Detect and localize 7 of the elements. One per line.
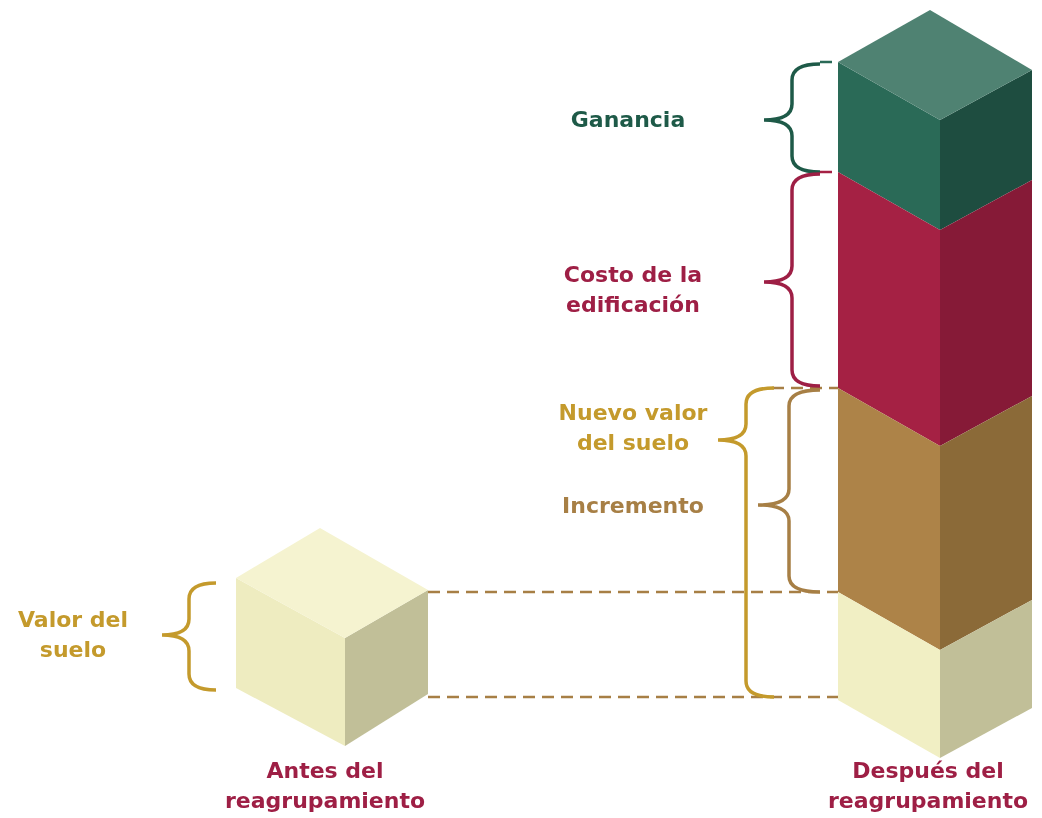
brace-label: Ganancia <box>569 106 687 134</box>
brace-label: Nuevo valor del suelo <box>557 399 709 457</box>
brace-label: Incremento <box>561 492 705 520</box>
brace-label: Costo de la edificación <box>562 261 704 319</box>
column-caption: Antes del reagrupamiento <box>223 757 427 815</box>
column-caption: Después del reagrupamiento <box>826 757 1030 815</box>
brace-label: Valor del suelo <box>16 606 129 664</box>
